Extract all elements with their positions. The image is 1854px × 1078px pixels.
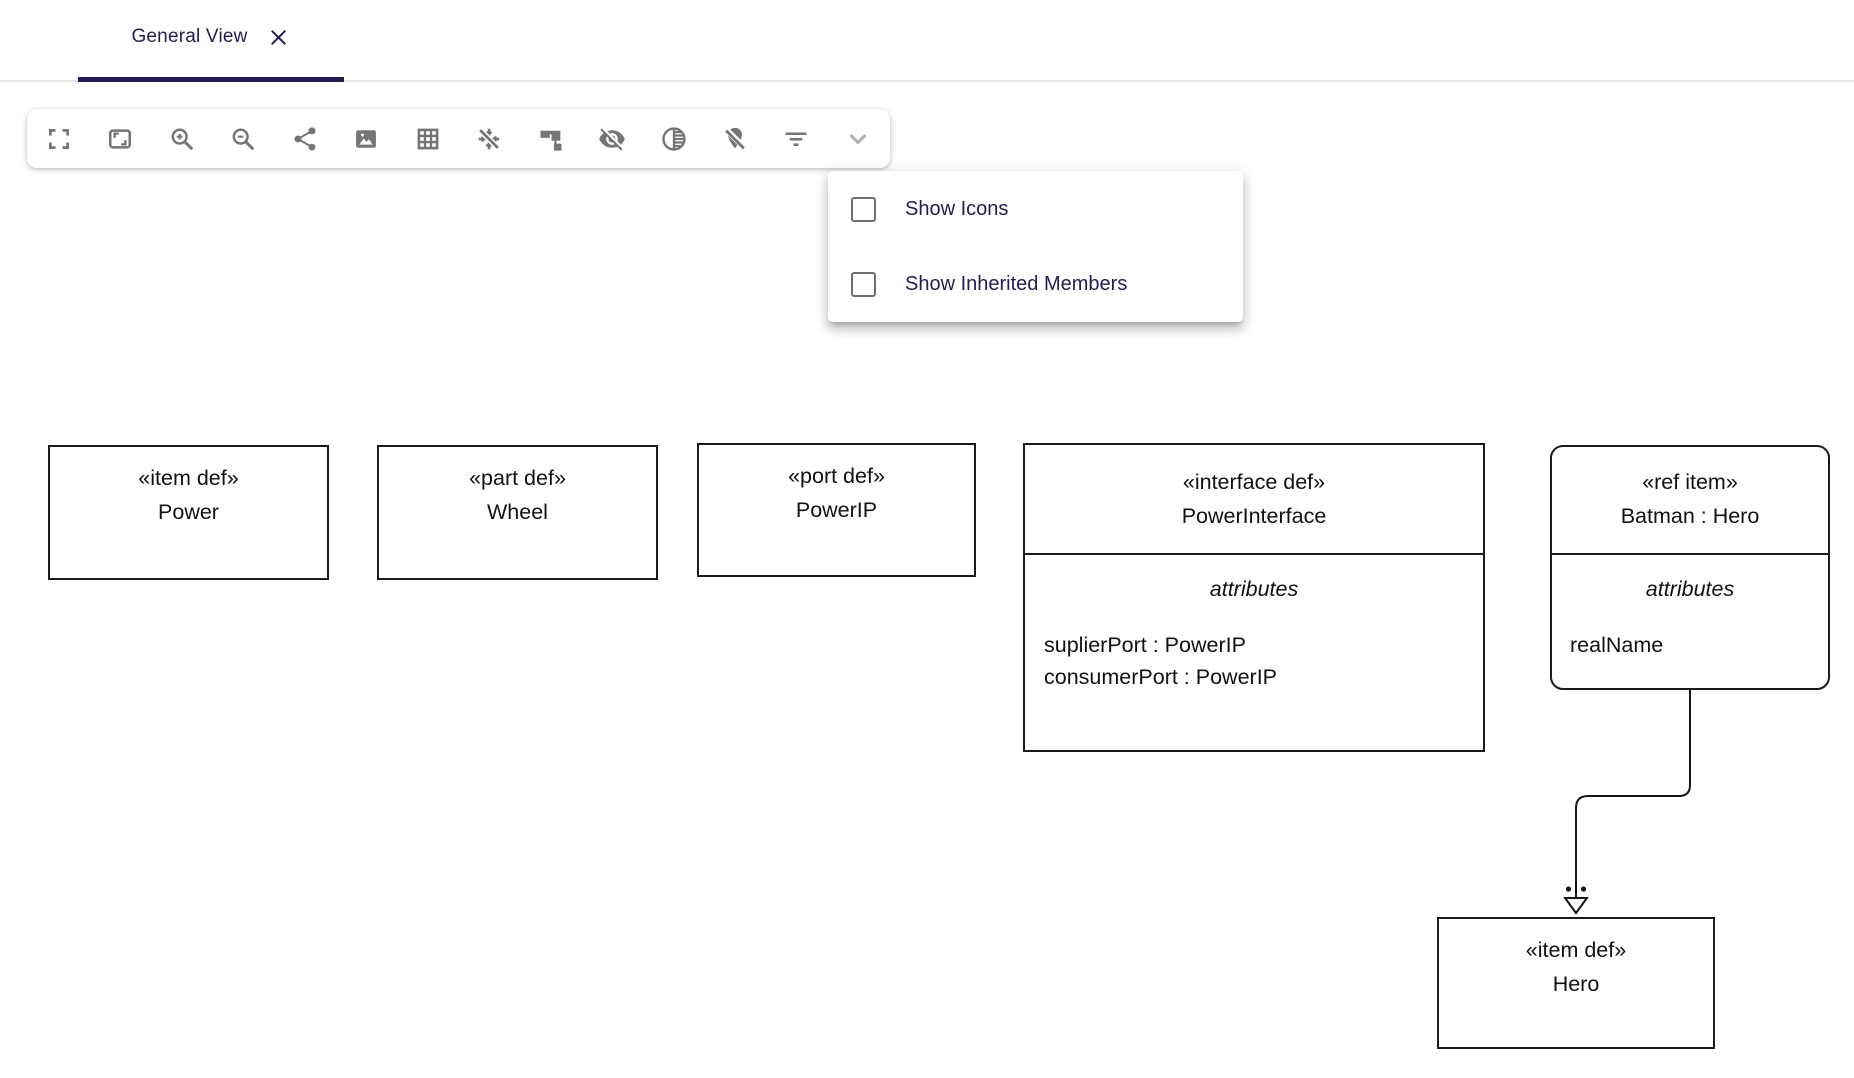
attribute-item[interactable]: consumerPort : PowerIP xyxy=(1044,665,1278,689)
node-name: Power xyxy=(158,500,219,524)
share-icon xyxy=(294,126,316,151)
active-tab-indicator xyxy=(78,77,344,82)
hide-elements-button[interactable] xyxy=(597,124,627,154)
zoom-out-icon xyxy=(232,128,255,150)
unpin-elements-button[interactable] xyxy=(720,124,750,154)
node-header: «interface def» PowerInterface xyxy=(1025,445,1483,555)
node-item-def-power[interactable]: «item def» Power xyxy=(48,445,329,580)
node-name: Wheel xyxy=(487,500,548,524)
show-inherited-members-checkbox[interactable] xyxy=(851,271,876,297)
attributes-compartment: attributes suplierPort : PowerIP consume… xyxy=(1025,577,1483,693)
fit-to-screen-icon xyxy=(109,128,132,149)
node-stereotype: «interface def» xyxy=(1182,470,1326,494)
node-stereotype: «item def» xyxy=(138,466,239,490)
export-image-button[interactable] xyxy=(351,124,381,154)
colon-dot xyxy=(1565,886,1572,892)
node-name: PowerIP xyxy=(795,498,878,522)
fullscreen-icon xyxy=(49,128,69,149)
share-button[interactable] xyxy=(290,124,320,154)
visibility-off-icon xyxy=(599,128,625,151)
zoom-out-button[interactable] xyxy=(228,124,258,154)
menu-item-show-inherited-members[interactable]: Show Inherited Members xyxy=(828,247,1243,322)
menu-item-show-icons[interactable]: Show Icons xyxy=(828,172,1243,247)
node-name: Hero xyxy=(1552,972,1600,996)
attribute-item[interactable]: realName xyxy=(1570,633,1664,657)
filter-icon xyxy=(785,131,807,146)
node-stereotype: «part def» xyxy=(469,466,566,490)
close-icon[interactable] xyxy=(267,25,291,49)
chevron-down-icon xyxy=(849,134,866,144)
node-stereotype: «item def» xyxy=(1525,938,1627,962)
snap-to-grid-off-icon xyxy=(478,127,501,150)
zoom-in-button[interactable] xyxy=(167,124,197,154)
zoom-in-icon xyxy=(171,128,193,150)
node-item-def-hero[interactable]: «item def» Hero xyxy=(1437,917,1715,1049)
compartment-label: attributes xyxy=(1209,577,1299,601)
show-icons-checkbox[interactable] xyxy=(851,196,876,222)
arrange-all-icon xyxy=(540,130,562,151)
node-stereotype: «port def» xyxy=(788,464,885,488)
toolbar-dropdown-menu: Show Icons Show Inherited Members xyxy=(828,171,1243,322)
node-name: PowerInterface xyxy=(1181,504,1327,528)
attribute-item[interactable]: suplierPort : PowerIP xyxy=(1044,633,1246,657)
diagram-toolbar xyxy=(27,109,890,168)
open-triangle-arrowhead xyxy=(1563,897,1589,915)
fade-elements-button[interactable] xyxy=(659,124,689,154)
tab-general-view[interactable]: General View xyxy=(78,0,344,82)
more-tools-button[interactable] xyxy=(843,124,873,154)
toggle-snap-to-grid-button[interactable] xyxy=(474,124,504,154)
tab-bar: General View xyxy=(0,0,1854,82)
node-stereotype: «ref item» xyxy=(1642,470,1738,494)
menu-item-label: Show Icons xyxy=(905,197,1009,220)
fullscreen-button[interactable] xyxy=(44,124,74,154)
node-name: Batman : Hero xyxy=(1620,504,1760,528)
unpin-icon xyxy=(724,127,747,150)
compartment-label: attributes xyxy=(1645,577,1735,601)
fade-icon xyxy=(661,126,686,151)
tab-label: General View xyxy=(131,26,248,47)
fit-to-screen-button[interactable] xyxy=(105,124,135,154)
node-header: «ref item» Batman : Hero xyxy=(1552,447,1828,555)
node-port-def-powerip[interactable]: «port def» PowerIP xyxy=(697,443,976,577)
toggle-grid-button[interactable] xyxy=(413,124,443,154)
grid-icon xyxy=(417,128,439,149)
arrange-all-button[interactable] xyxy=(536,124,566,154)
attributes-compartment: attributes realName xyxy=(1552,577,1828,661)
image-icon xyxy=(356,129,377,148)
filters-button[interactable] xyxy=(781,124,811,154)
menu-item-label: Show Inherited Members xyxy=(905,272,1128,295)
node-interface-def-powerinterface[interactable]: «interface def» PowerInterface attribute… xyxy=(1023,443,1485,752)
colon-dot xyxy=(1580,886,1587,892)
node-ref-item-batman[interactable]: «ref item» Batman : Hero attributes real… xyxy=(1550,445,1830,690)
node-part-def-wheel[interactable]: «part def» Wheel xyxy=(377,445,658,580)
